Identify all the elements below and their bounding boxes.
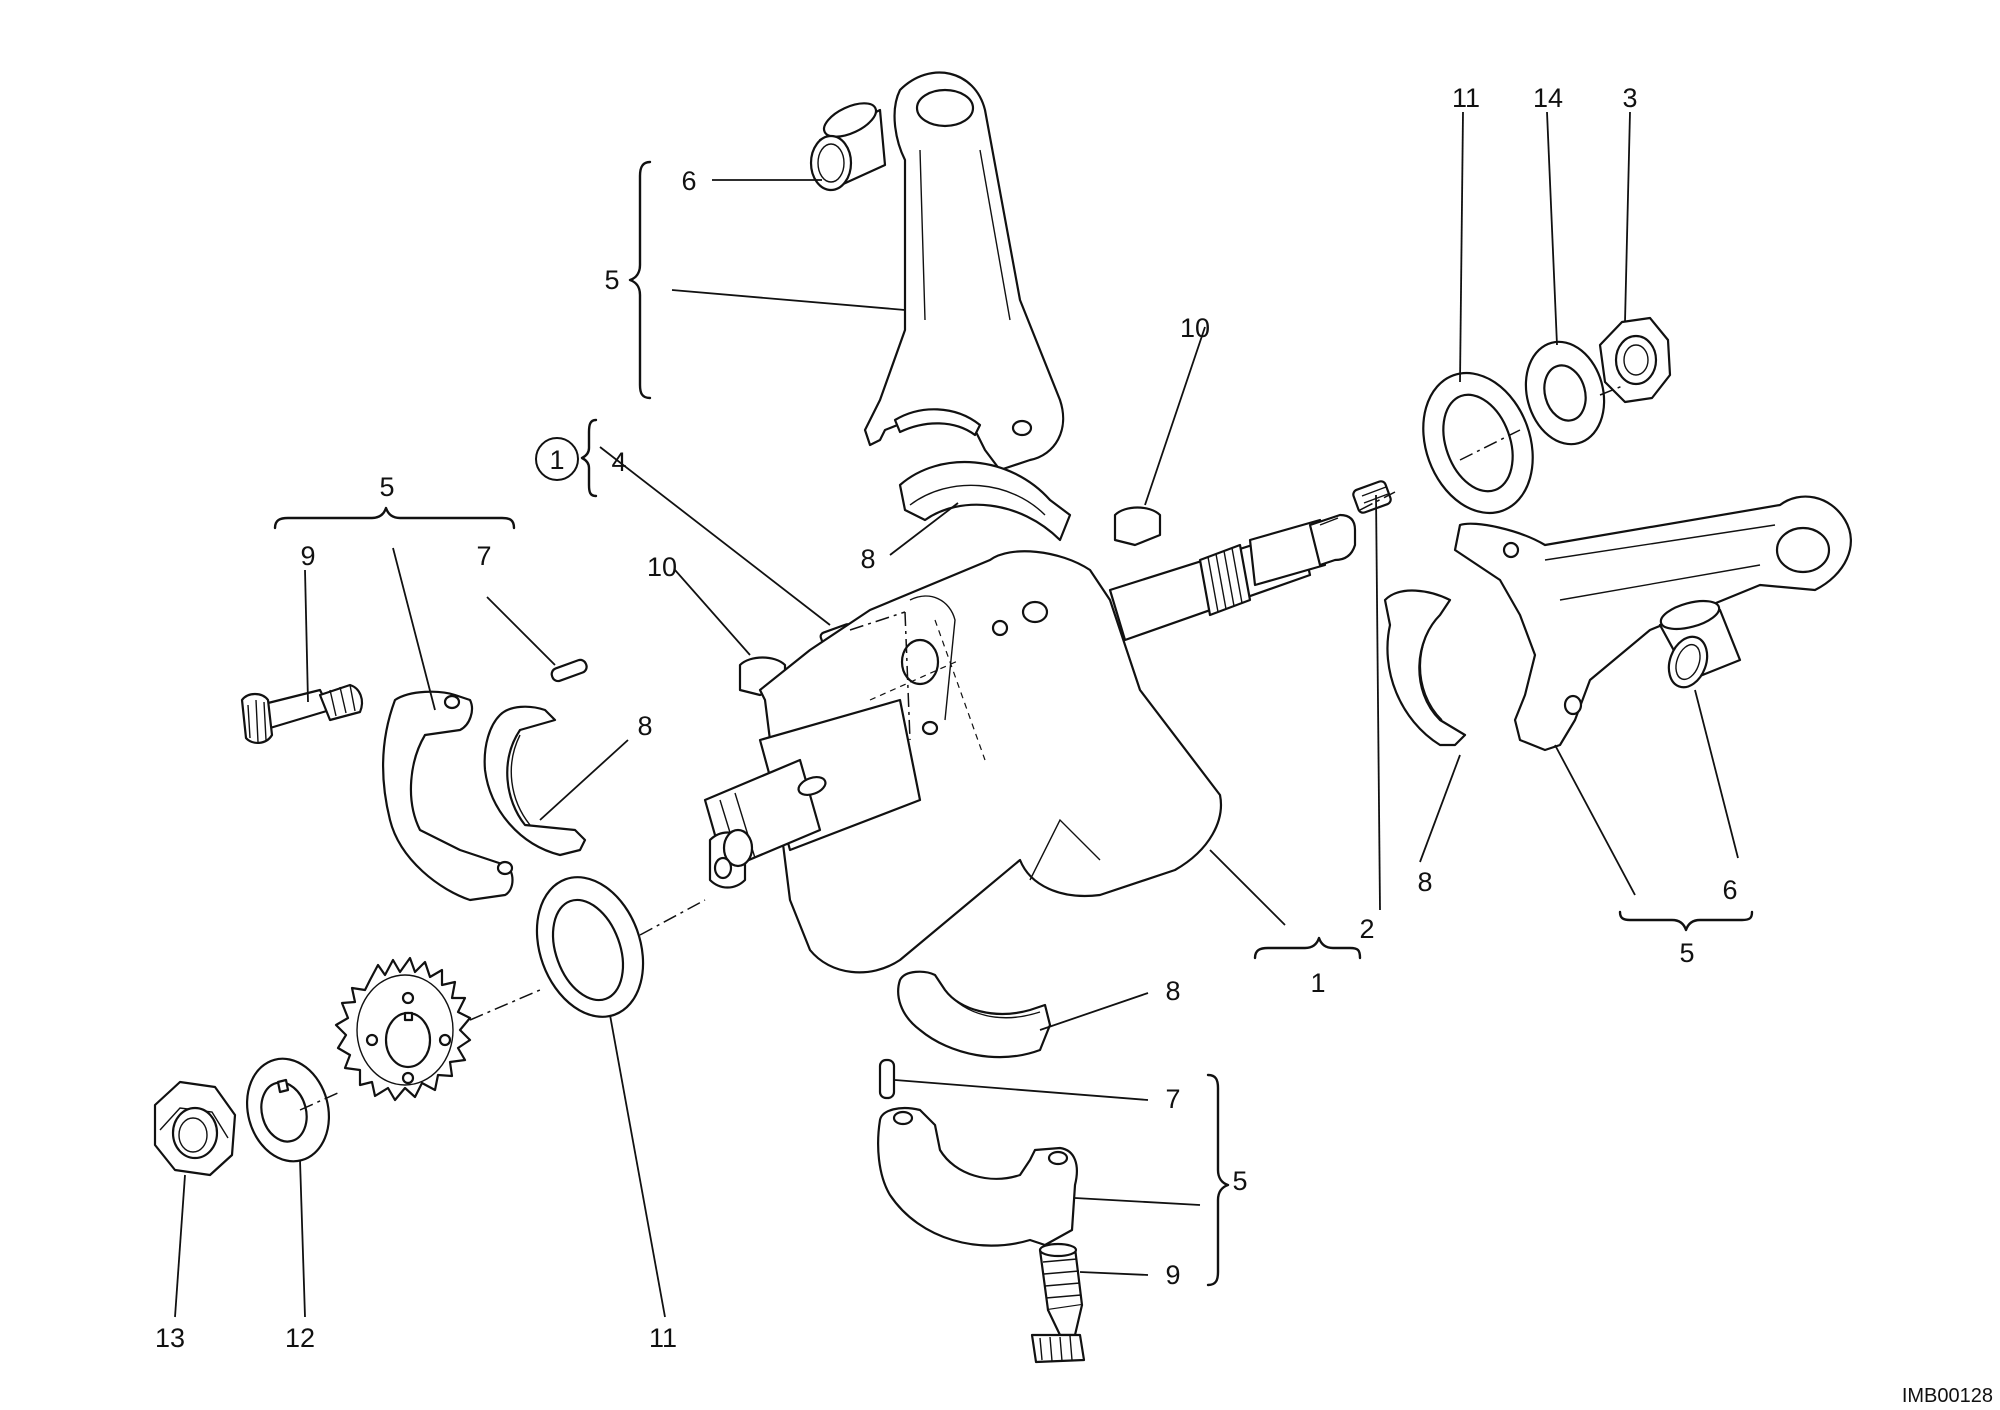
drawing-code: IMB00128: [1902, 1385, 1993, 1407]
bearing-shell-left[interactable]: [483, 705, 587, 857]
small-end-bushing-right[interactable]: [1658, 596, 1742, 693]
bracket-1: [1253, 936, 1362, 960]
callout-5-bottom: 5: [1232, 1166, 1247, 1196]
callout-4: 4: [611, 447, 626, 477]
callout-7-bottom: 7: [1165, 1084, 1180, 1114]
woodruff-key-top[interactable]: [1113, 506, 1162, 547]
connecting-rod-right[interactable]: [1453, 495, 1852, 752]
callout-8-right: 8: [1417, 867, 1432, 897]
callout-6-top: 6: [681, 166, 696, 196]
thrust-washer-top[interactable]: [1405, 358, 1552, 529]
washer-14[interactable]: [1515, 333, 1615, 453]
thrust-washer-bottom[interactable]: [518, 862, 661, 1032]
callout-11-top: 11: [1452, 83, 1480, 113]
callout-11-bottom: 11: [649, 1323, 677, 1353]
callout-10-top: 10: [1180, 313, 1210, 343]
callout-10-mid: 10: [647, 552, 677, 582]
pin-axis: [849, 611, 911, 741]
callout-9-bottom: 9: [1165, 1260, 1180, 1290]
bracket-5-top: [628, 160, 652, 400]
circled-callout-ring: [535, 437, 579, 481]
dowel-pin-bottom[interactable]: [878, 1058, 896, 1100]
callout-labels: 5 6 1 4 10 8 10 5 9 7 8 11 14 3 8 6 5 2 …: [155, 83, 1738, 1353]
callout-13: 13: [155, 1323, 185, 1353]
callout-14: 14: [1533, 83, 1563, 113]
bearing-shell-right[interactable]: [1383, 589, 1467, 747]
bolt-bottom[interactable]: [1030, 1242, 1086, 1364]
bearing-shell-bottom[interactable]: [897, 970, 1052, 1059]
callout-7-left: 7: [476, 541, 491, 571]
callout-6-right: 6: [1722, 875, 1737, 905]
hex-nut[interactable]: [153, 1080, 237, 1177]
callout-8-top: 8: [860, 544, 875, 574]
bracket-5-left: [273, 506, 516, 530]
connecting-rod-top[interactable]: [863, 71, 1065, 472]
bolt-left[interactable]: [240, 683, 364, 744]
timing-gear[interactable]: [334, 956, 472, 1102]
lock-washer[interactable]: [236, 1049, 340, 1170]
callout-5-left: 5: [379, 472, 394, 502]
flange-nut[interactable]: [1598, 316, 1672, 404]
bracket-1-circled: [580, 418, 598, 498]
callout-3: 3: [1622, 83, 1637, 113]
callout-12: 12: [285, 1323, 315, 1353]
brackets: [273, 160, 1754, 1287]
bracket-5-bottom: [1206, 1073, 1230, 1287]
crankshaft[interactable]: [703, 513, 1357, 974]
crank-axis-left: [299, 899, 706, 1111]
callout-2: 2: [1359, 914, 1374, 944]
big-end-cap-bottom[interactable]: [877, 1106, 1078, 1247]
callout-5-top: 5: [604, 265, 619, 295]
callout-5-right: 5: [1679, 938, 1694, 968]
small-end-bushing-top[interactable]: [809, 96, 887, 192]
callout-8-left: 8: [637, 711, 652, 741]
callout-1: 1: [1310, 968, 1325, 998]
leader-lines: [174, 111, 1739, 1318]
crank-axis-right: [1359, 384, 1626, 511]
callout-9-left: 9: [300, 541, 315, 571]
big-end-cap-left[interactable]: [381, 690, 514, 902]
dowel-pin-left[interactable]: [550, 658, 588, 683]
callout-1-circled: 1: [549, 445, 564, 475]
callout-8-bottom: 8: [1165, 976, 1180, 1006]
bracket-5-right: [1618, 910, 1754, 932]
